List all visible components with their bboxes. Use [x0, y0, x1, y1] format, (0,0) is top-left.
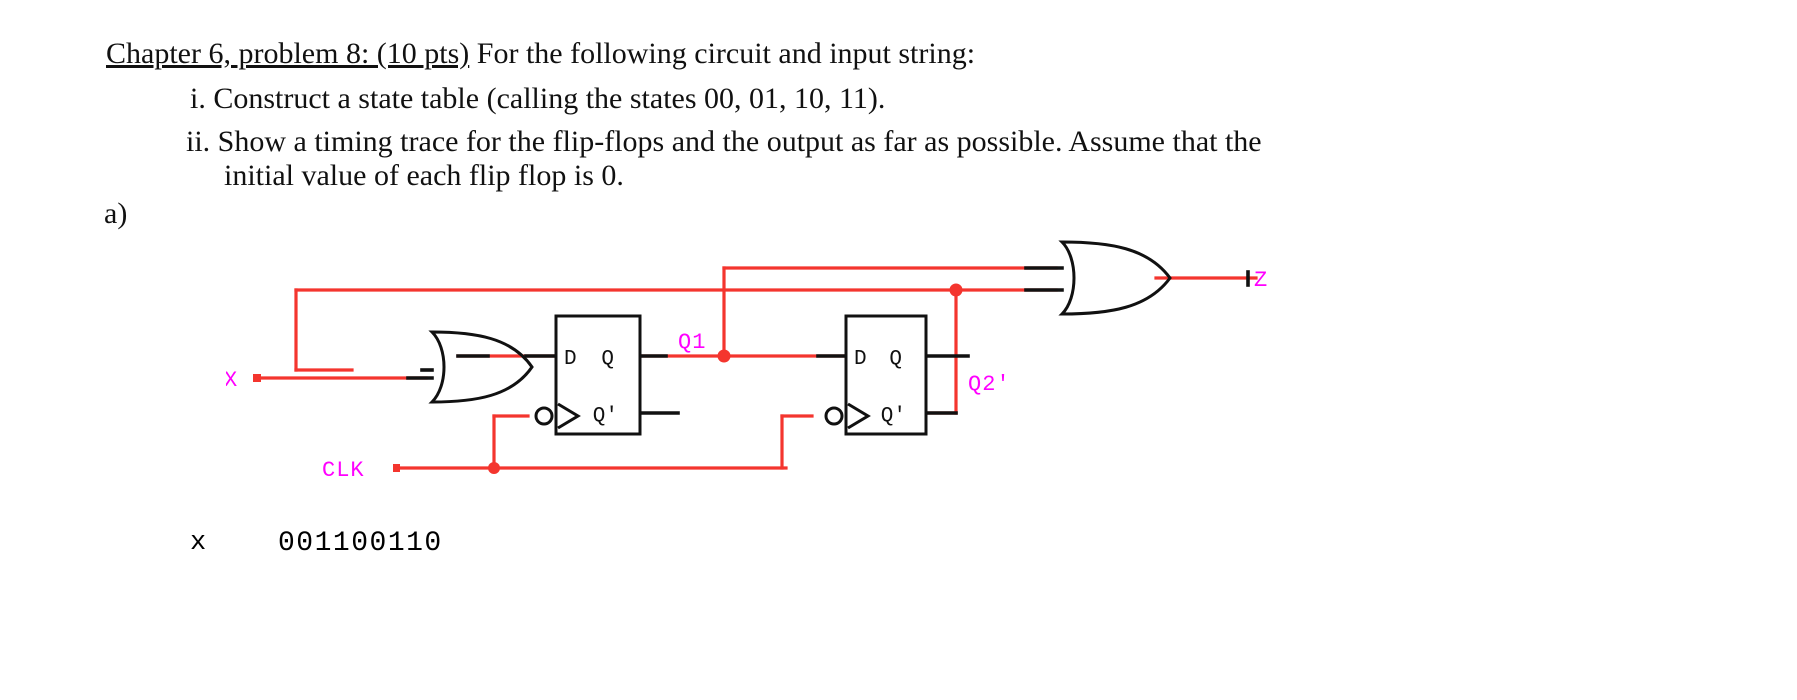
problem-heading-rest: For the following circuit and input stri…: [469, 37, 976, 70]
or-gate-output: [1058, 240, 1172, 316]
input-string-value: 001100110: [278, 528, 443, 559]
circuit-diagram: D Q Q' D Q Q' X CLK Q1 Q2' Z: [226, 228, 1286, 500]
ff2-q-label: Q: [889, 348, 902, 371]
input-string-label: x: [190, 528, 207, 558]
ff2-clock-bubble: [824, 406, 844, 426]
input-string-row: x 001100110: [0, 528, 1797, 578]
ff1-qbar-label: Q': [593, 405, 618, 428]
ff1-q-label: Q: [601, 348, 614, 371]
terminal-clk: [393, 464, 400, 472]
flip-flop-1: D Q Q': [534, 314, 642, 436]
label-clk: CLK: [322, 458, 365, 483]
label-q2prime: Q2': [968, 372, 1011, 397]
junction-clk: [488, 462, 500, 474]
ff2-clock-triangle: [847, 402, 871, 430]
junction-q1: [717, 349, 731, 363]
ff1-d-label: D: [564, 348, 577, 371]
problem-heading: Chapter 6, problem 8: (10 pts) For the f…: [106, 37, 975, 71]
terminal-x: [253, 374, 261, 382]
problem-heading-underlined: Chapter 6, problem 8: (10 pts): [106, 37, 470, 70]
problem-item-ii-continued: initial value of each flip flop is 0.: [224, 159, 624, 192]
problem-item-i: i. Construct a state table (calling the …: [190, 82, 886, 115]
ff2-qbar-label: Q': [881, 405, 906, 428]
ff1-clock-bubble: [534, 406, 554, 426]
ff2-d-label: D: [854, 348, 867, 371]
junction-q2prime: [949, 283, 963, 297]
ff1-clock-triangle: [557, 402, 581, 430]
part-label-a: a): [104, 197, 128, 230]
label-q1: Q1: [678, 330, 706, 355]
flip-flop-2: D Q Q': [824, 314, 928, 436]
problem-item-ii: ii. Show a timing trace for the flip-flo…: [186, 125, 1262, 158]
label-x: X: [226, 368, 238, 393]
label-z: Z: [1254, 268, 1268, 293]
or-gate-input: [428, 330, 534, 404]
